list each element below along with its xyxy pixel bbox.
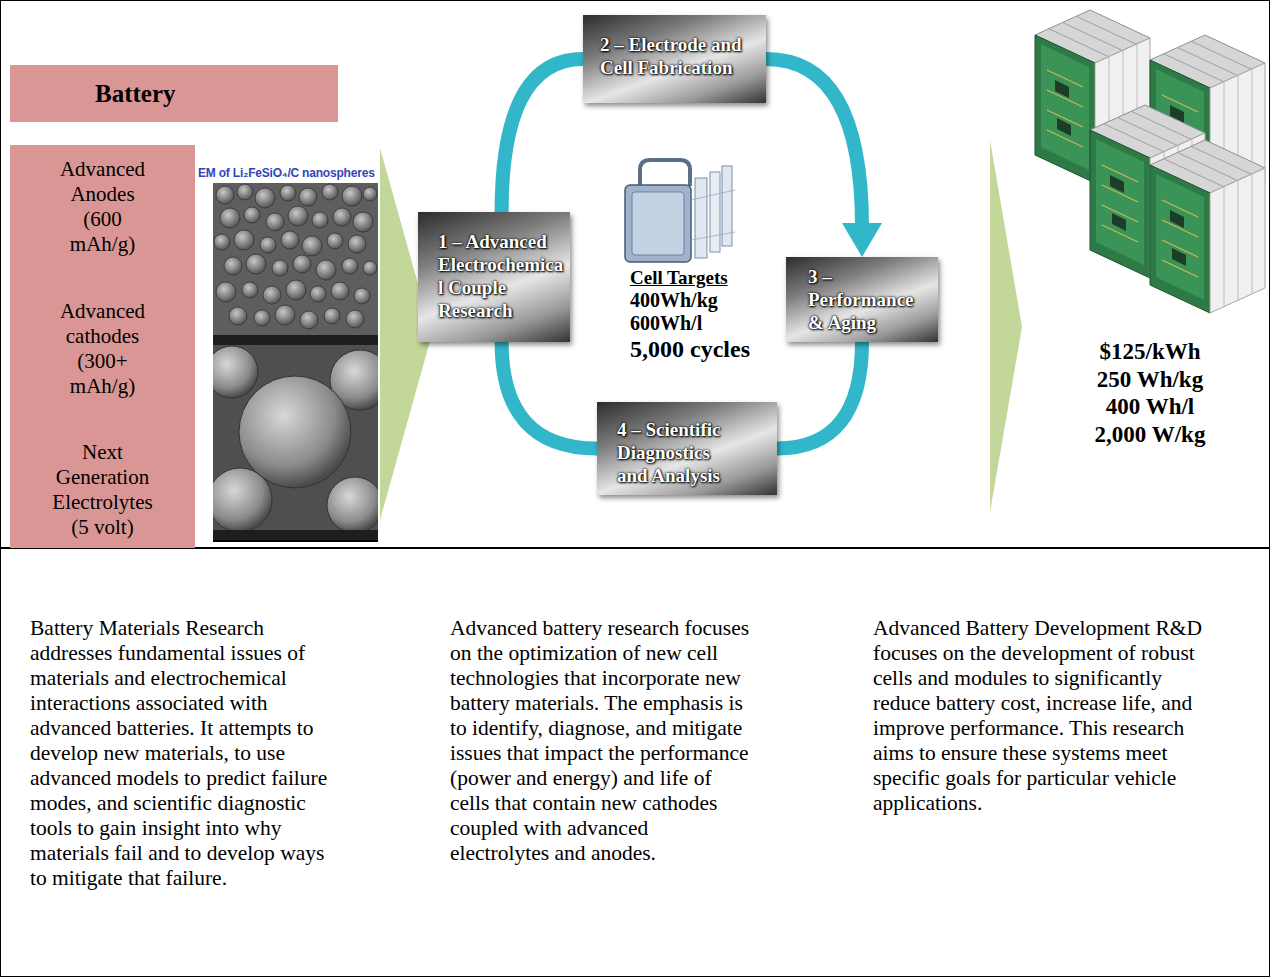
stage-box: 3 – Performance & Aging xyxy=(786,257,938,342)
stage-box: 1 – Advanced Electrochemica l Couple Res… xyxy=(418,212,570,342)
cycle-connector xyxy=(502,59,583,212)
pack-spec: 2,000 W/kg xyxy=(1030,421,1270,449)
stage-text: 3 – Performance & Aging xyxy=(808,265,928,334)
stage-text: 2 – Electrode and Cell Fabrication xyxy=(600,33,760,79)
cell-illustration xyxy=(625,160,735,262)
description-paragraph: Advanced battery research focuses on the… xyxy=(450,616,750,866)
materials-column: Advanced Anodes (600 mAh/g) Advanced cath… xyxy=(10,145,195,548)
section-header: Battery xyxy=(10,65,338,122)
target-value: 600Wh/l xyxy=(630,312,750,335)
image-caption: EM of Li₂FeSiO₄/C nanospheres xyxy=(198,166,375,181)
arrow-head xyxy=(842,223,882,257)
cycle-arc xyxy=(502,342,597,449)
pack-spec: 250 Wh/kg xyxy=(1030,366,1270,394)
cycle-connector xyxy=(766,59,882,257)
cycle-connector xyxy=(502,342,597,449)
flow-chevron xyxy=(990,140,1022,512)
target-value: 5,000 cycles xyxy=(630,335,750,363)
stage-box: 2 – Electrode and Cell Fabrication xyxy=(583,15,766,103)
material-item: Advanced Anodes (600 mAh/g) xyxy=(50,157,155,257)
cell-targets-group: Cell Targets400Wh/kg600Wh/l5,000 cycles xyxy=(630,266,750,363)
description-paragraph: Advanced Battery Development R&D focuses… xyxy=(873,616,1203,816)
battery-pack-illustration xyxy=(1035,10,1265,313)
stage-text: 1 – Advanced Electrochemica l Couple Res… xyxy=(438,230,568,322)
stage-text: 4 – Scientific Diagnostics and Analysis xyxy=(617,418,732,487)
pack-spec: $125/kWh xyxy=(1030,338,1270,366)
stage-box: 4 – Scientific Diagnostics and Analysis xyxy=(597,402,777,495)
pack-specs-group: $125/kWh250 Wh/kg400 Wh/l2,000 W/kg xyxy=(1030,338,1270,448)
description-paragraph: Battery Materials Research addresses fun… xyxy=(30,616,345,891)
material-item: Next Generation Electrolytes (5 volt) xyxy=(50,440,155,540)
cycle-arc xyxy=(766,59,862,227)
cycle-arc xyxy=(777,342,862,449)
targets-heading: Cell Targets xyxy=(630,266,750,289)
cycle-arc xyxy=(502,59,583,212)
header-text: Battery xyxy=(95,79,176,109)
cycle-connector xyxy=(777,342,862,449)
pack-spec: 400 Wh/l xyxy=(1030,393,1270,421)
material-item: Advanced cathodes (300+ mAh/g) xyxy=(50,299,155,399)
target-value: 400Wh/kg xyxy=(630,289,750,312)
sem-image xyxy=(206,183,390,542)
